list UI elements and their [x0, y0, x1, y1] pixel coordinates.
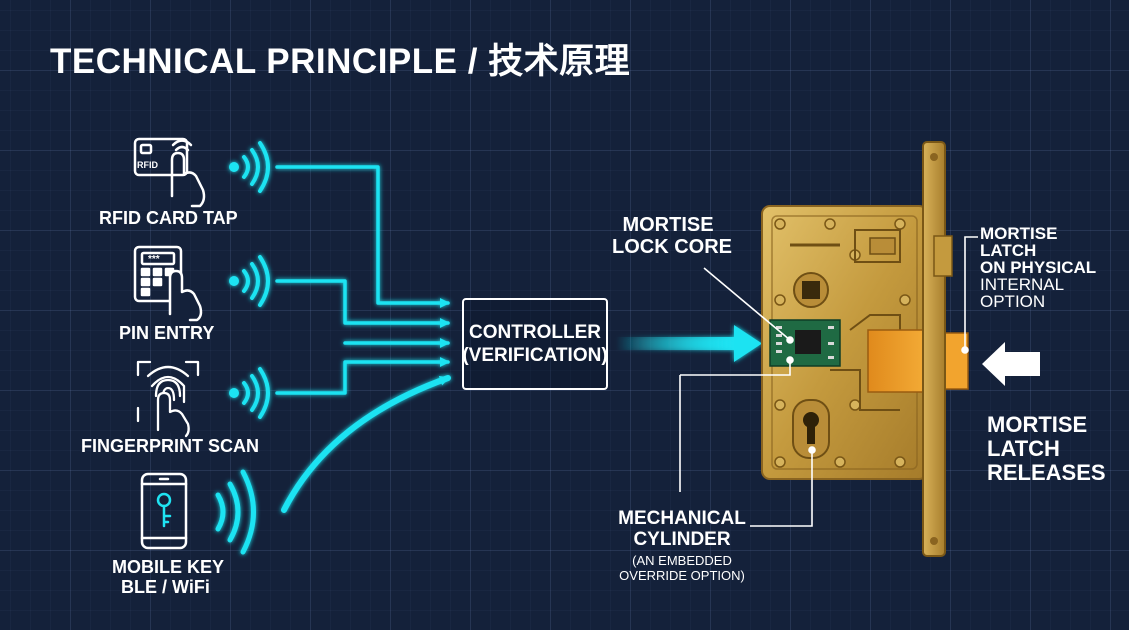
- latch-physical-option-label: MORTISE LATCH ON PHYSICAL INTERNAL OPTIO…: [980, 224, 1097, 311]
- callout-lines: [679, 236, 978, 527]
- latch-release-arrow: [982, 342, 1040, 386]
- wireless-signal-icon-pin: [229, 255, 270, 307]
- rfid-card-text: RFID: [137, 160, 158, 170]
- controller-sub-label: (VERIFICATION): [462, 345, 608, 366]
- controller-box: CONTROLLER (VERIFICATION): [462, 298, 608, 390]
- mobile-phone-icon: [140, 472, 188, 550]
- wireless-signal-icon-rfid: [229, 141, 270, 193]
- pin-entry-label: PIN ENTRY: [119, 323, 215, 343]
- cylinder-note: (AN EMBEDDED OVERRIDE OPTION): [619, 553, 745, 583]
- controller-chip: [769, 319, 841, 367]
- wireless-signal-icon-fingerprint: [229, 367, 270, 419]
- mortise-lock-body: [761, 205, 928, 480]
- fingerprint-label: FINGERPRINT SCAN: [81, 436, 260, 456]
- wireless-signal-icon-mobile: [215, 469, 256, 555]
- lock-core-label: MORTISE LOCK CORE: [612, 214, 732, 258]
- keypad-display-text: ***: [148, 254, 160, 265]
- fingerprint-icon: [136, 360, 200, 438]
- lock-faceplate: [922, 141, 953, 557]
- mobile-ble-label: BLE / WiFi: [121, 577, 210, 597]
- mechanical-cylinder-label: MECHANICAL CYLINDER: [618, 508, 746, 550]
- rfid-card-icon: [133, 137, 206, 208]
- controller-label: CONTROLLER: [469, 322, 601, 343]
- mobile-key-label: MOBILE KEY: [112, 557, 225, 577]
- key-icon: [156, 492, 172, 528]
- page-title: TECHNICAL PRINCIPLE / 技术原理: [50, 42, 631, 81]
- keypad-icon: [133, 245, 203, 322]
- connector-lines: [275, 165, 451, 513]
- signal-beam-arrow: [616, 325, 762, 362]
- rfid-label: RFID CARD TAP: [99, 208, 238, 228]
- latch-releases-label: MORTISE LATCH RELEASES: [987, 412, 1106, 485]
- latch-bolt: [867, 329, 969, 393]
